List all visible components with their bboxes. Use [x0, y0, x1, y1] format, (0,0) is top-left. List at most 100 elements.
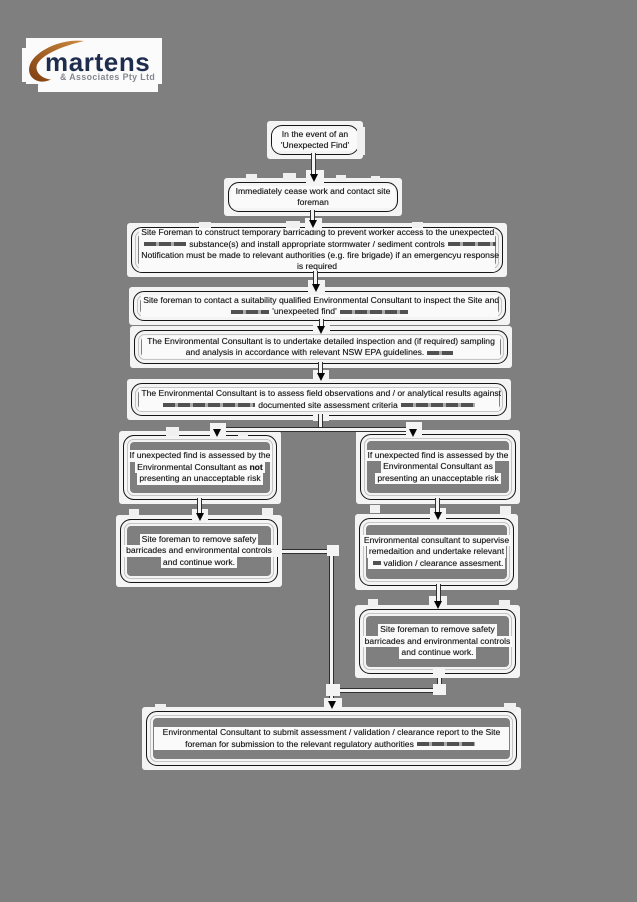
flow-box-remove-barricades-left: Site foreman to remove safety barricades…: [120, 519, 278, 583]
flow-text: foreman for submission to the relevant r…: [185, 738, 414, 749]
scan-speck: [499, 600, 510, 608]
scan-smudge: [447, 242, 496, 247]
flow-text-line: The Environmental Consultant is to under…: [142, 335, 500, 347]
scan-speck: [166, 427, 179, 436]
flow-box-assessment: The Environmental Consultant is to asses…: [131, 383, 507, 416]
scan-speck: [370, 505, 380, 513]
flow-text-line: and analysis in accordance with relevant…: [142, 347, 500, 359]
flow-text-line: barricades and environmental controls: [124, 545, 274, 557]
flow-text-line: foreman: [231, 197, 395, 209]
flow-box-remediation: Environmental consultant to supervise re…: [359, 518, 514, 586]
connector-contact-inspection: [318, 319, 324, 326]
flow-text-line: In the event of an: [272, 128, 358, 140]
arrowhead-down: [433, 512, 442, 520]
flow-text-line: foreman for submission to the relevant r…: [154, 738, 509, 750]
flow-text-line: presenting an unacceptable risk: [375, 472, 501, 485]
arrowhead-down: [317, 326, 325, 334]
scan-blob: [327, 545, 339, 556]
scan-smudge: [231, 309, 270, 314]
flow-box-contact-consultant: Site foreman to contact a suitability qu…: [133, 291, 506, 321]
flow-text-line: validion / clearance assesment.: [367, 557, 506, 570]
flow-text-line: If unexpected find is assessed by the: [127, 450, 273, 462]
connector-remediate-remove: [435, 584, 441, 601]
arrowhead-down-submit: [327, 701, 336, 709]
arrowhead-down: [316, 373, 325, 381]
flow-text-line: Environmental Consultant as not: [135, 461, 265, 474]
connector-removeright-exit: [437, 672, 443, 690]
flow-text-line: 'Unexpected Find': [272, 140, 358, 152]
connector-risk-remediate: [435, 498, 441, 512]
connector-cease-barricade: [310, 210, 316, 220]
flow-box-barricade: Site Foreman to construct temporary barr…: [131, 227, 503, 273]
flow-text-line: Notification must be made to relevant au…: [139, 250, 500, 262]
flow-text-line: barricades and environmental controls: [362, 635, 513, 648]
flow-text-line: Environmental Consultant to submit asses…: [154, 727, 509, 739]
arrowhead-down-left-branch: [212, 429, 221, 437]
connector-removeright-horizontal: [329, 687, 444, 693]
flow-text-line: documented site assessment criteria: [139, 399, 499, 411]
scan-speck: [500, 506, 511, 515]
connector-barricade-contact: [313, 271, 319, 284]
connector-start-cease: [311, 153, 317, 174]
arrowhead-down: [308, 220, 317, 228]
scan-speck: [283, 173, 296, 180]
flow-text-line: Site foreman to remove safety: [378, 624, 497, 636]
scan-blob: [433, 669, 445, 678]
flow-text-line: Immediately cease work and contact site: [231, 185, 395, 197]
flow-box-remove-barricades-right: Site foreman to remove safety barricades…: [359, 609, 516, 674]
flow-text-line: If unexpected find is assessed by the: [365, 449, 511, 462]
flow-box-start: In the event of an 'Unexpected Find': [271, 125, 359, 155]
scan-speck: [199, 222, 211, 228]
connector-assessment-split: [317, 414, 323, 427]
scan-speck: [262, 508, 273, 516]
scan-smudge: [339, 309, 408, 314]
scan-speck: [246, 174, 257, 181]
flow-text-line: and continue work.: [399, 647, 476, 659]
logo-background-patch: [26, 38, 162, 84]
flow-text: Environmental Consultant as: [137, 461, 250, 472]
arrowhead-down: [195, 513, 204, 521]
flow-text-line: Environmental Consultant as: [381, 461, 495, 473]
arrowhead-down: [434, 601, 442, 609]
arrowhead-down: [309, 174, 318, 182]
scan-speck: [504, 703, 516, 711]
scan-smudge: [416, 742, 475, 747]
scan-smudge: [427, 350, 454, 355]
logo-name: martens: [45, 47, 151, 77]
scan-speck: [412, 222, 423, 228]
flow-box-submit-report: Environmental Consultant to submit asses…: [146, 711, 517, 766]
flow-text-line: Site foreman to remove safety: [139, 533, 259, 546]
logo-swoosh-icon: [29, 40, 84, 82]
scan-speck: [129, 509, 139, 517]
arrowhead-down-right-branch: [409, 429, 418, 437]
flow-text-line: Environmental consultant to supervise: [361, 534, 512, 547]
flow-text-line: presenting an unacceptable risk: [137, 473, 263, 485]
connector-inspection-assessment: [318, 362, 324, 373]
flow-text-line: remedaition and undertake relevant: [366, 546, 507, 558]
scan-speck: [286, 221, 300, 228]
flow-box-cease-work: Immediately cease work and contact site …: [228, 182, 398, 212]
flow-text-line: substance(s) and install appropriate sto…: [139, 238, 496, 250]
connector-removeleft-exit: [276, 548, 335, 554]
logo-subtitle: & Associates Pty Ltd: [60, 71, 156, 82]
flow-text: documented site assessment criteria: [258, 399, 398, 410]
scan-smudge: [144, 242, 187, 247]
flow-text-line: is required: [139, 261, 495, 272]
flow-box-risk: If unexpected find is assessed by the En…: [360, 434, 516, 500]
flow-text-line: and continue work.: [160, 556, 238, 569]
scan-speck: [155, 704, 166, 711]
flow-text-line: Site foreman to contact a suitability qu…: [141, 294, 500, 306]
flow-text-bold: not: [249, 461, 263, 472]
flow-text: 'unexpeeted find': [272, 306, 337, 316]
scan-speck: [336, 175, 346, 181]
flow-text-line: Site Foreman to construct temporary barr…: [139, 227, 495, 239]
flow-text: and analysis in accordance with relevant…: [185, 347, 425, 357]
flow-text: validion / clearance assesment.: [383, 557, 504, 568]
logo-background-patch-2: [38, 80, 158, 92]
connector-merge-vertical: [329, 548, 335, 701]
scan-smudge: [163, 403, 256, 408]
connector-norisk-remove: [197, 498, 203, 513]
scan-smudge: [372, 561, 381, 566]
scan-speck: [357, 127, 365, 155]
